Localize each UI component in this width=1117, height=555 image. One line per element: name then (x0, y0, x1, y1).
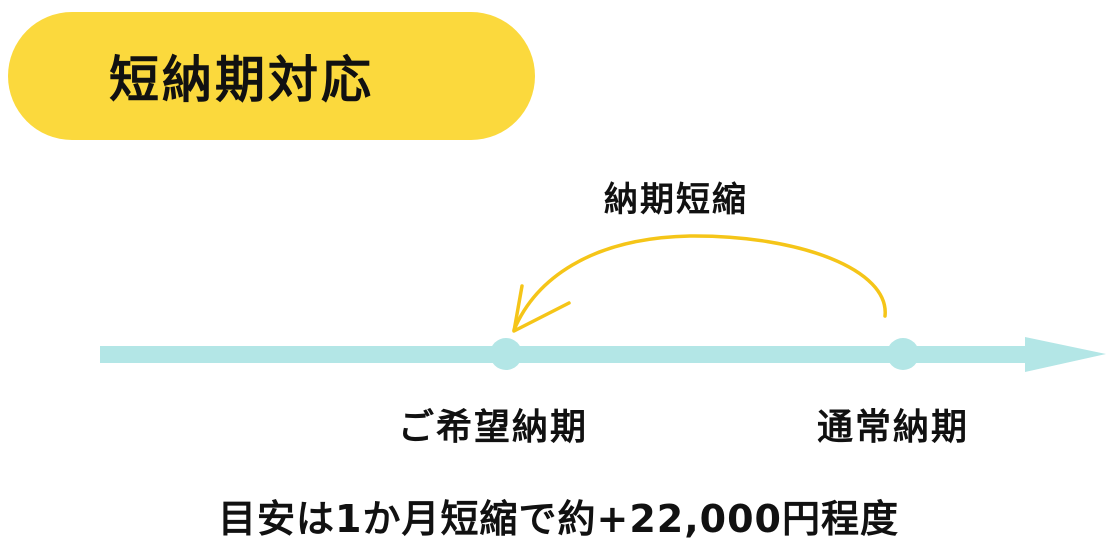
shorten-label: 納期短縮 (604, 180, 748, 220)
normal-date-label: 通常納期 (817, 407, 970, 448)
timeline-bar (100, 346, 1035, 363)
normal-date-node (887, 338, 919, 370)
price-note: 目安は1か月短縮で約+22,000円程度 (218, 497, 899, 541)
desired-date-node (490, 338, 522, 370)
shorten-curve-arrow (512, 234, 887, 332)
desired-date-label: ご希望納期 (398, 407, 589, 448)
page-title: 短納期対応 (109, 51, 374, 109)
title-badge: 短納期対応 (8, 12, 535, 140)
shorten-arrowhead (512, 284, 571, 333)
timeline-arrowhead (1025, 337, 1106, 372)
